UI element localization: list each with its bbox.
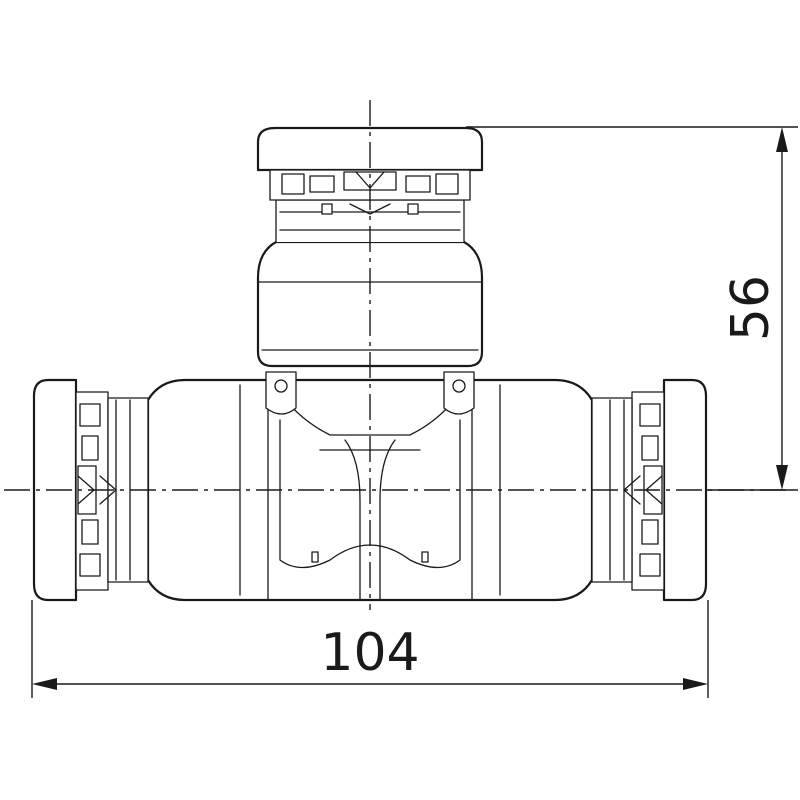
- width-dimension: 104: [31, 600, 709, 698]
- right-end-cap: [591, 378, 708, 602]
- width-dimension-label: 104: [320, 623, 419, 683]
- height-dimension: 56: [466, 126, 798, 491]
- height-dimension-label: 56: [721, 275, 781, 341]
- center-lines: [4, 100, 790, 610]
- top-end-cap: [256, 126, 484, 215]
